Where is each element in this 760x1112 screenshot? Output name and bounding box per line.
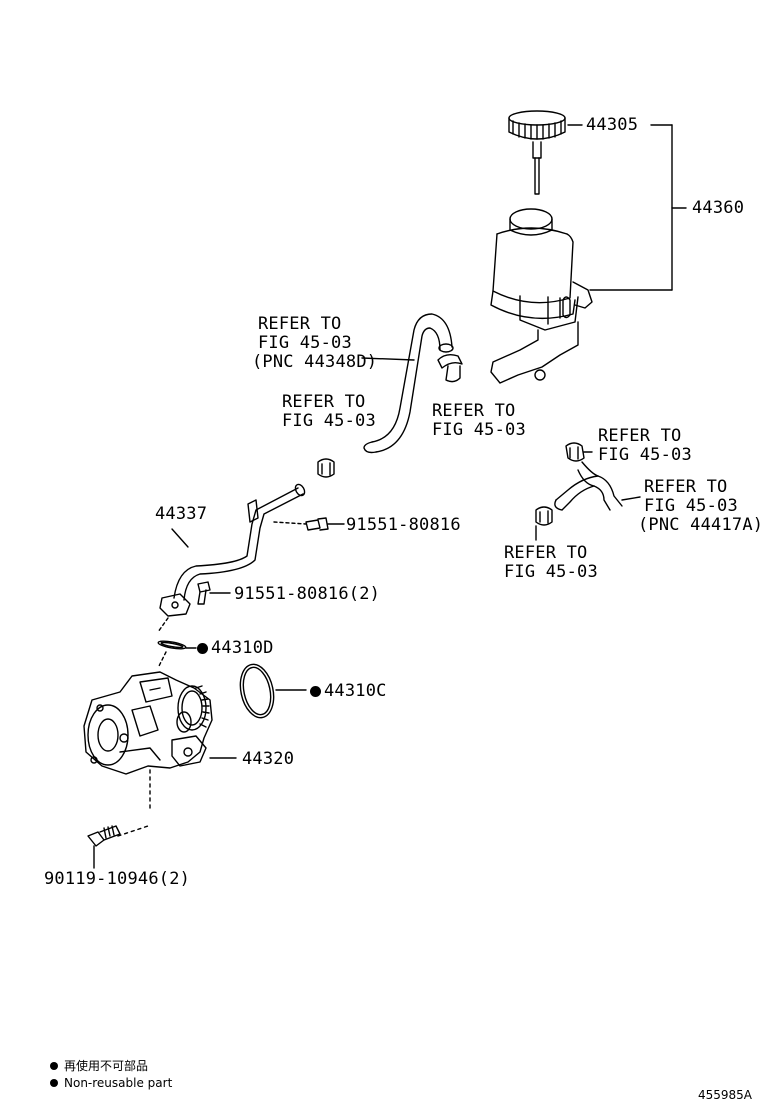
legend-bullet-icon (50, 1079, 58, 1087)
hose-clamp-upper (437, 353, 463, 383)
reservoir-cap (508, 110, 566, 195)
label-bolt-91551-lower[interactable]: 91551-80816(2) (234, 584, 381, 604)
refer-label-5-line2[interactable]: FIG 45-03 (644, 496, 738, 516)
legend-bullet-icon (50, 1062, 58, 1070)
label-44310d[interactable]: 44310D (197, 639, 274, 658)
legend-english: Non-reusable part (50, 1076, 172, 1090)
vane-pump (83, 671, 237, 775)
refer-label-3-line2[interactable]: FIG 45-03 (432, 420, 526, 440)
suction-hose (554, 461, 641, 511)
bolt-91551-upper (273, 517, 345, 531)
hose-clamp-right-top (565, 442, 593, 462)
label-bolt-91551-upper[interactable]: 91551-80816 (346, 515, 461, 535)
o-ring-44310c (239, 663, 307, 719)
refer-label-5-line3[interactable]: (PNC 44417A) (638, 515, 760, 535)
label-44320[interactable]: 44320 (242, 749, 295, 769)
bolt-90119 (87, 825, 121, 869)
non-reusable-bullet-icon (197, 643, 208, 654)
label-44305[interactable]: 44305 (586, 115, 639, 135)
label-bolt-90119[interactable]: 90119-10946(2) (44, 869, 191, 889)
hose-clamp-pipe (317, 458, 335, 478)
refer-label-2-line1: REFER TO (282, 392, 366, 412)
refer-label-2-line2[interactable]: FIG 45-03 (282, 411, 376, 431)
leader-44305-44360 (567, 124, 687, 291)
refer-label-4-line1: REFER TO (598, 426, 682, 446)
refer-label-1-line3[interactable]: (PNC 44348D) (252, 352, 378, 372)
hose-clamp-right-bottom (535, 506, 553, 541)
label-44360[interactable]: 44360 (692, 198, 745, 218)
label-44310c[interactable]: 44310C (310, 682, 387, 701)
figure-id: 455985A (697, 1088, 752, 1102)
return-hose (361, 313, 454, 454)
refer-label-1-line2[interactable]: FIG 45-03 (258, 333, 352, 353)
o-ring-44310d (157, 617, 197, 669)
bolt-91551-lower (197, 581, 231, 605)
non-reusable-bullet-icon (310, 686, 321, 697)
pressure-pipe (159, 483, 306, 617)
refer-label-5-line1: REFER TO (644, 477, 728, 497)
legend-japanese: 再使用不可部品 (50, 1059, 148, 1073)
reservoir-tank (490, 208, 593, 384)
refer-label-6-line2[interactable]: FIG 45-03 (504, 562, 598, 582)
refer-label-4-line2[interactable]: FIG 45-03 (598, 445, 692, 465)
label-44337[interactable]: 44337 (155, 504, 208, 524)
refer-label-6-line1: REFER TO (504, 543, 588, 563)
refer-label-1-line1: REFER TO (258, 314, 342, 334)
dashed-guides (117, 769, 151, 837)
refer-label-3-line1: REFER TO (432, 401, 516, 421)
